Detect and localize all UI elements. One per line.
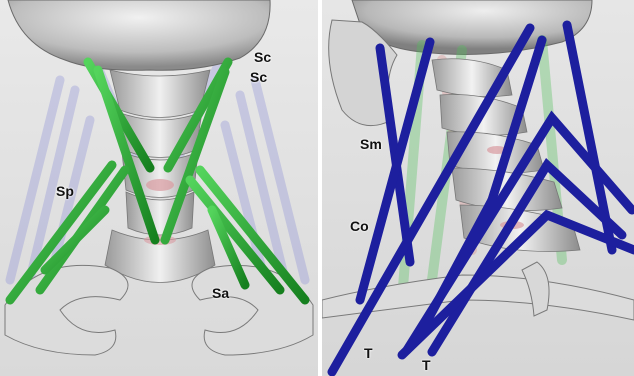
lateral-neck-illustration [322,0,634,376]
label-sm: Sm [360,136,382,152]
label-sc-upper: Sc [254,49,271,65]
label-t-left: T [364,345,373,361]
label-sa: Sa [212,285,229,301]
label-sp: Sp [56,183,74,199]
posterior-view-panel: Sc Sc Sp Sa [0,0,318,376]
label-co: Co [350,218,369,234]
label-sc-lower: Sc [250,69,267,85]
label-t-right: T [422,357,431,373]
lateral-view-panel: Sm Co T T [322,0,634,376]
